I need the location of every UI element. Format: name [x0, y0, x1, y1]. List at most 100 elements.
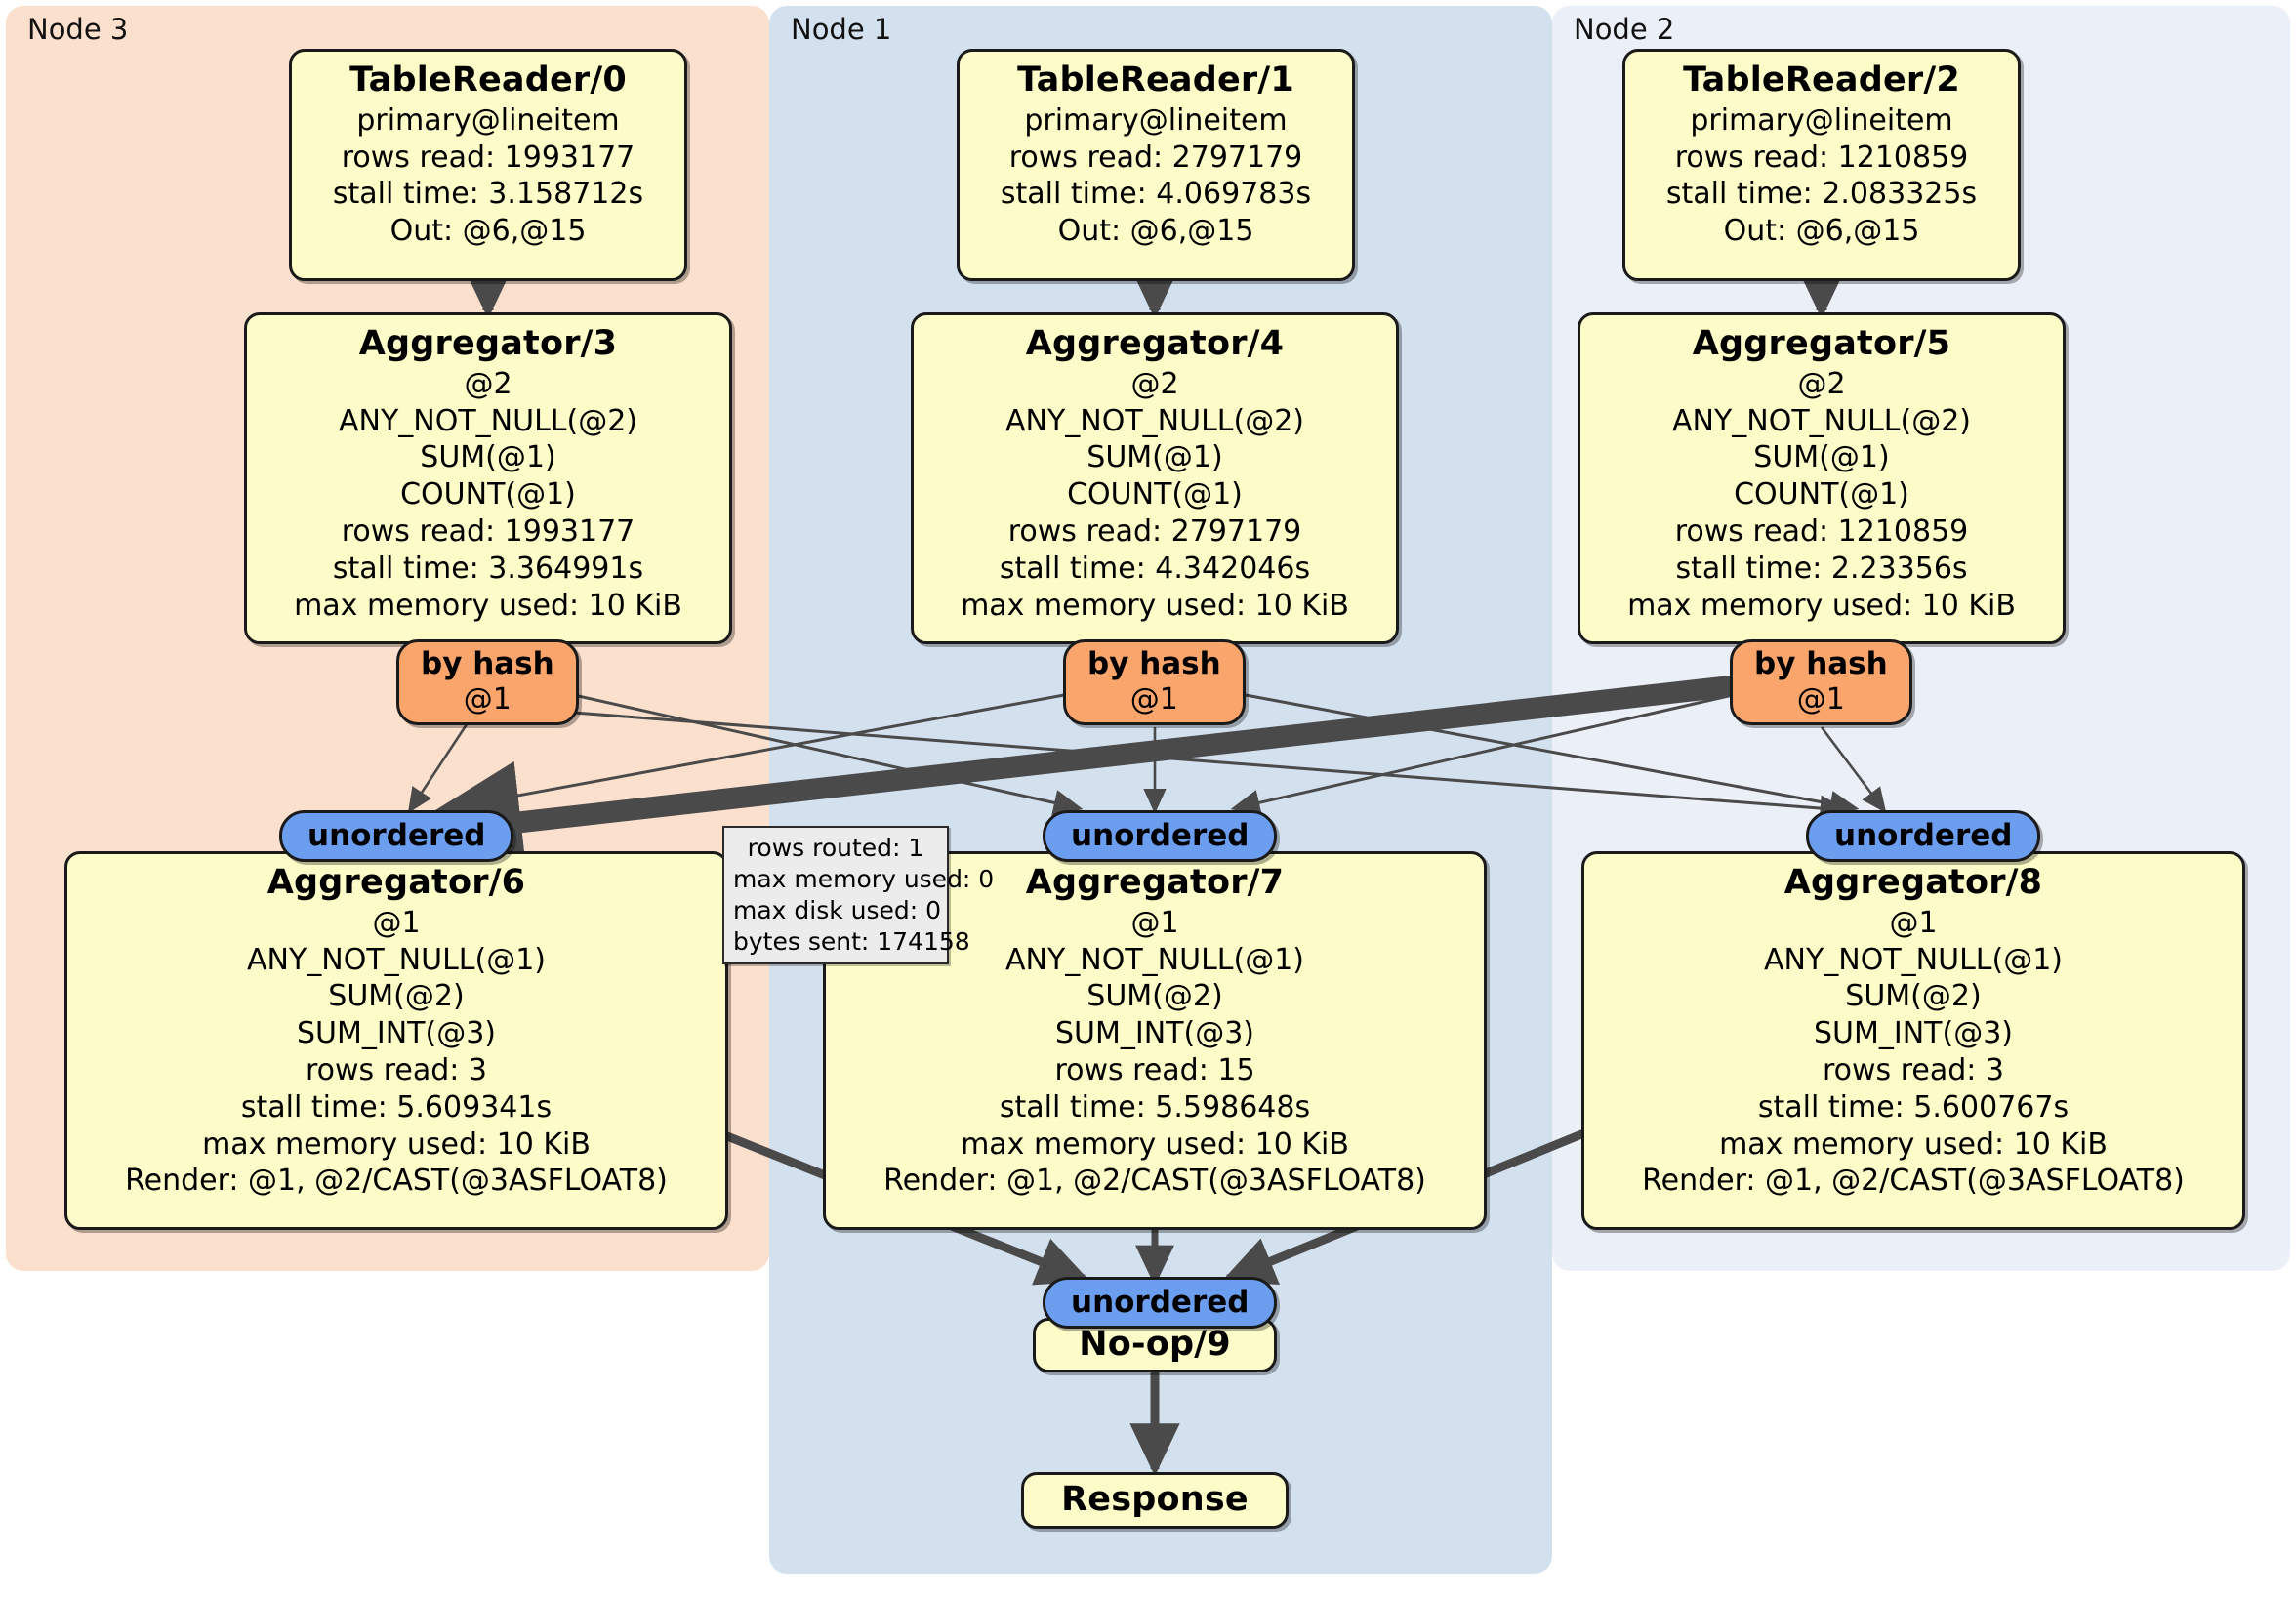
processor-title: Response: [1061, 1480, 1249, 1520]
processor-detail-line: rows read: 1210859: [1674, 140, 1969, 175]
processor-title: No-op/9: [1079, 1325, 1231, 1365]
processor-detail-line: stall time: 3.364991s: [332, 551, 644, 586]
processor-detail-line: Out: @6,@15: [1057, 214, 1254, 249]
processor-title: TableReader/2: [1683, 61, 1960, 100]
processor-aggregator-5[interactable]: Aggregator/5 @2 ANY_NOT_NULL(@2) SUM(@1)…: [1578, 312, 2066, 644]
router-by-hash-node1[interactable]: by hash @1: [1063, 639, 1246, 725]
processor-detail-line: stall time: 3.158712s: [332, 177, 644, 212]
processor-title: TableReader/0: [349, 61, 627, 100]
processor-render-line: Render: @1, @2/CAST(@3ASFLOAT8): [125, 1164, 668, 1199]
processor-render-line: Render: @1, @2/CAST(@3ASFLOAT8): [1642, 1164, 2185, 1199]
processor-detail-line: ANY_NOT_NULL(@1): [1764, 942, 2063, 977]
processor-title: TableReader/1: [1017, 61, 1294, 100]
processor-aggregator-4[interactable]: Aggregator/4 @2 ANY_NOT_NULL(@2) SUM(@1)…: [911, 312, 1399, 644]
processor-title: Aggregator/3: [358, 324, 618, 363]
processor-detail-line: primary@lineitem: [1024, 102, 1288, 138]
stream-unordered-node2[interactable]: unordered: [1806, 810, 2041, 863]
processor-detail-line: @2: [464, 366, 512, 401]
stream-label: unordered: [1071, 1285, 1250, 1320]
processor-detail-line: rows read: 1210859: [1674, 513, 1969, 549]
stream-label: unordered: [308, 818, 486, 853]
processor-detail-line: rows read: 15: [1054, 1052, 1255, 1087]
processor-detail-line: @2: [1797, 366, 1846, 401]
processor-detail-line: stall time: 4.342046s: [999, 551, 1311, 586]
processor-detail-line: stall time: 5.600767s: [1757, 1089, 2070, 1125]
processor-tablereader-1[interactable]: TableReader/1 primary@lineitem rows read…: [957, 49, 1355, 281]
stream-unordered-node1[interactable]: unordered: [1043, 810, 1278, 863]
processor-detail-line: max memory used: 10 KiB: [294, 588, 682, 623]
router-column: @1: [1129, 681, 1178, 717]
processor-detail-line: stall time: 5.609341s: [240, 1089, 553, 1125]
processor-detail-line: ANY_NOT_NULL(@1): [1005, 942, 1304, 977]
processor-detail-line: rows read: 3: [1822, 1052, 2005, 1087]
processor-detail-line: stall time: 2.23356s: [1675, 551, 1968, 586]
node-panel-label-node1: Node 1: [791, 13, 892, 46]
processor-detail-line: max memory used: 10 KiB: [961, 588, 1349, 623]
processor-title: Aggregator/6: [266, 863, 526, 902]
stats-line: max disk used: 0: [733, 896, 942, 924]
processor-detail-line: rows read: 1993177: [341, 513, 636, 549]
processor-title: Aggregator/5: [1692, 324, 1951, 363]
router-title: by hash: [421, 646, 554, 681]
processor-response[interactable]: Response: [1021, 1472, 1289, 1529]
processor-detail-line: stall time: 2.083325s: [1665, 177, 1978, 212]
processor-detail-line: SUM(@1): [1086, 440, 1223, 475]
stream-label: unordered: [1071, 818, 1250, 853]
processor-aggregator-3[interactable]: Aggregator/3 @2 ANY_NOT_NULL(@2) SUM(@1)…: [244, 312, 732, 644]
processor-aggregator-8[interactable]: Aggregator/8 @1 ANY_NOT_NULL(@1) SUM(@2)…: [1581, 851, 2245, 1230]
processor-detail-line: Out: @6,@15: [390, 214, 587, 249]
processor-aggregator-6[interactable]: Aggregator/6 @1 ANY_NOT_NULL(@1) SUM(@2)…: [64, 851, 728, 1230]
processor-detail-line: max memory used: 10 KiB: [1719, 1126, 2108, 1162]
processor-tablereader-2[interactable]: TableReader/2 primary@lineitem rows read…: [1622, 49, 2021, 281]
processor-detail-line: rows read: 2797179: [1007, 513, 1302, 549]
stream-label: unordered: [1834, 818, 2013, 853]
processor-detail-line: SUM(@2): [1086, 979, 1223, 1014]
stream-unordered-node3[interactable]: unordered: [279, 810, 514, 863]
processor-title: Aggregator/4: [1025, 324, 1285, 363]
router-by-hash-node2[interactable]: by hash @1: [1730, 639, 1912, 725]
node-panel-label-node2: Node 2: [1574, 13, 1675, 46]
processor-title: Aggregator/8: [1784, 863, 2043, 902]
router-title: by hash: [1754, 646, 1888, 681]
processor-detail-line: primary@lineitem: [1690, 102, 1953, 138]
stats-line: max memory used: 0: [733, 865, 995, 893]
processor-detail-line: @1: [1889, 905, 1938, 940]
processor-detail-line: COUNT(@1): [1067, 477, 1243, 512]
stream-stats-tooltip: rows routed: 1 max memory used: 0 max di…: [722, 826, 995, 964]
processor-title: Aggregator/7: [1025, 863, 1285, 902]
stream-unordered-final[interactable]: unordered: [1043, 1277, 1278, 1330]
processor-detail-line: @1: [1130, 905, 1179, 940]
processor-detail-line: SUM(@1): [420, 440, 556, 475]
processor-tablereader-0[interactable]: TableReader/0 primary@lineitem rows read…: [289, 49, 687, 281]
stats-line: bytes sent: 174158: [733, 927, 970, 956]
processor-detail-line: stall time: 4.069783s: [1000, 177, 1312, 212]
processor-detail-line: SUM_INT(@3): [297, 1016, 496, 1051]
processor-detail-line: SUM_INT(@3): [1055, 1016, 1254, 1051]
processor-detail-line: primary@lineitem: [356, 102, 620, 138]
processor-detail-line: rows read: 1993177: [341, 140, 636, 175]
processor-detail-line: COUNT(@1): [1734, 477, 1909, 512]
processor-detail-line: ANY_NOT_NULL(@2): [1005, 403, 1304, 438]
processor-detail-line: SUM(@1): [1753, 440, 1890, 475]
processor-detail-line: rows read: 3: [305, 1052, 488, 1087]
processor-detail-line: max memory used: 10 KiB: [202, 1126, 591, 1162]
stats-line: rows routed: 1: [747, 834, 924, 862]
processor-detail-line: SUM(@2): [328, 979, 465, 1014]
processor-detail-line: COUNT(@1): [400, 477, 576, 512]
node-panel-label-node3: Node 3: [27, 13, 129, 46]
router-column: @1: [463, 681, 512, 717]
router-title: by hash: [1087, 646, 1221, 681]
processor-detail-line: SUM_INT(@3): [1814, 1016, 2013, 1051]
processor-detail-line: @2: [1130, 366, 1179, 401]
processor-detail-line: rows read: 2797179: [1008, 140, 1303, 175]
router-by-hash-node3[interactable]: by hash @1: [396, 639, 579, 725]
processor-detail-line: ANY_NOT_NULL(@2): [339, 403, 637, 438]
router-column: @1: [1796, 681, 1845, 717]
processor-detail-line: ANY_NOT_NULL(@1): [247, 942, 546, 977]
processor-detail-line: max memory used: 10 KiB: [1627, 588, 2016, 623]
processor-detail-line: stall time: 5.598648s: [999, 1089, 1311, 1125]
processor-aggregator-7[interactable]: Aggregator/7 @1 ANY_NOT_NULL(@1) SUM(@2)…: [823, 851, 1487, 1230]
processor-detail-line: SUM(@2): [1845, 979, 1982, 1014]
processor-detail-line: max memory used: 10 KiB: [961, 1126, 1349, 1162]
